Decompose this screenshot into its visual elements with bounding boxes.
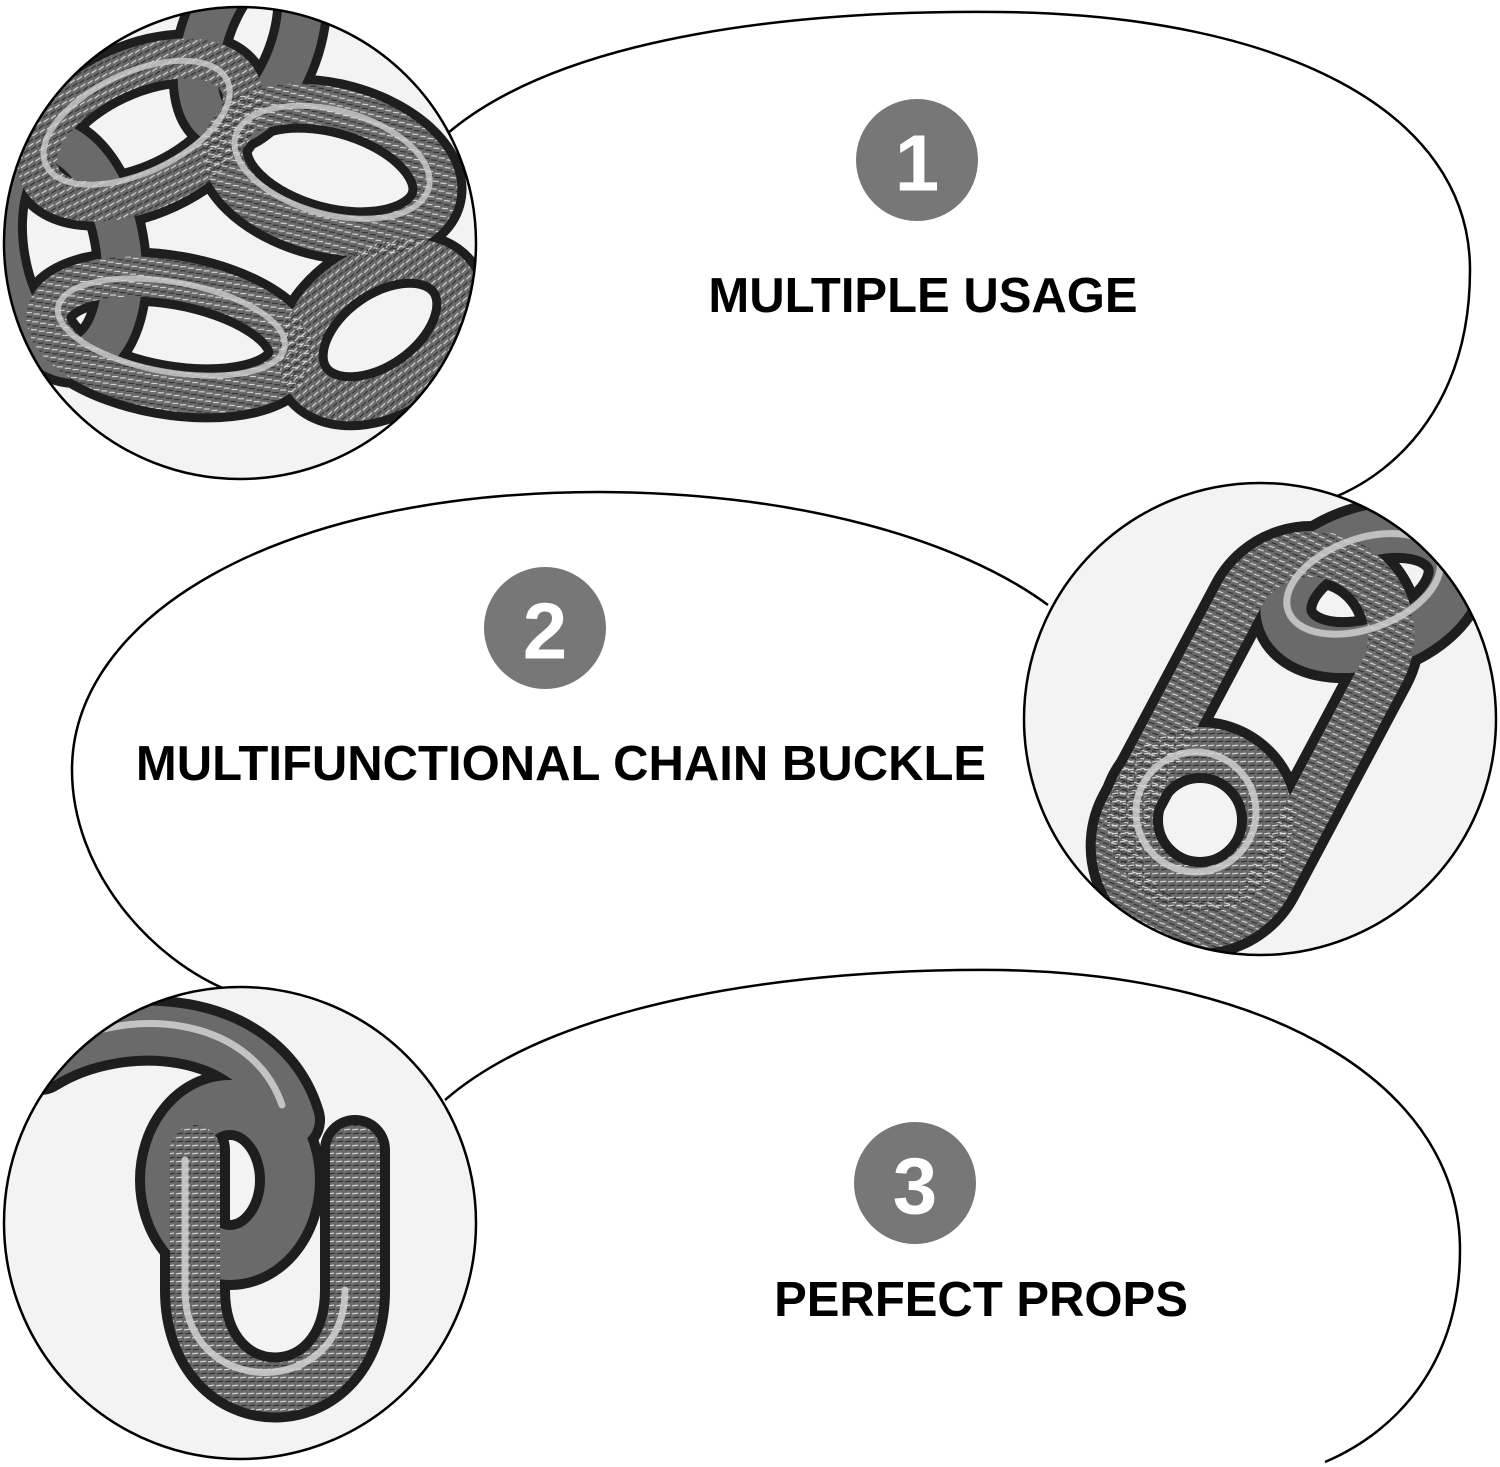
number-badge-1 <box>856 99 978 221</box>
oval-1-outline <box>439 10 1472 499</box>
badge-number-3: 3 <box>893 1142 938 1231</box>
chain-links-closeup-photo <box>2 5 478 481</box>
feature-label-2: MULTIFUNCTIONAL CHAIN BUCKLE <box>136 737 986 791</box>
oval-3-outline <box>444 968 1462 1464</box>
number-badge-2 <box>484 567 606 689</box>
chain-buckle-closeup-photo <box>1022 481 1498 957</box>
chain-link-u-closeup-photo <box>2 985 478 1461</box>
oval-outlines <box>70 10 1472 1464</box>
feature-label-1: MULTIPLE USAGE <box>708 269 1137 323</box>
feature-label-3: PERFECT PROPS <box>774 1273 1188 1327</box>
feature-1: 1 MULTIPLE USAGE <box>708 99 1138 323</box>
badge-number-1: 1 <box>895 119 940 208</box>
oval-2-outline <box>70 490 1049 994</box>
number-badge-3 <box>854 1122 976 1244</box>
feature-2: 2 MULTIFUNCTIONAL CHAIN BUCKLE <box>136 567 986 791</box>
feature-3: 3 PERFECT PROPS <box>774 1122 1188 1327</box>
badge-number-2: 2 <box>523 587 568 676</box>
